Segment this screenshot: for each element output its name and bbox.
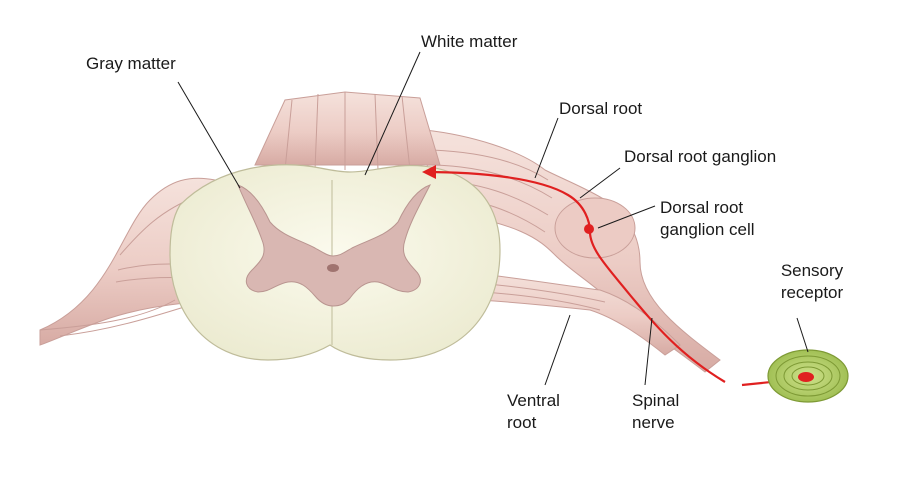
- sensory-receptor-label-line-2: receptor: [780, 283, 844, 302]
- leader-ventral-root: [544, 314, 571, 386]
- sensory-receptor-label-line-1: Sensory: [780, 261, 844, 280]
- spinal-nerve-label-line-2: nerve: [632, 413, 675, 432]
- ventral-root-label: Ventral root: [507, 390, 560, 434]
- leader-white-matter: [364, 51, 421, 176]
- ventral-root-label-line-1: Ventral: [507, 391, 560, 410]
- white-matter-label: White matter: [421, 32, 518, 51]
- leader-gray-matter: [177, 81, 241, 189]
- gray-matter-label: Gray matter: [86, 54, 176, 73]
- sensory-receptor-label: Sensory receptor: [772, 260, 852, 304]
- dorsal-root-ganglion-cell-label: Dorsal root ganglion cell: [660, 197, 755, 241]
- leader-sensory-receptor: [796, 317, 809, 353]
- dorsal-root-ganglion: [554, 197, 636, 259]
- ventral-root-label-line-2: root: [507, 413, 537, 432]
- leader-dorsal-root-ganglion-cell: [597, 205, 656, 229]
- leader-lines: [177, 51, 809, 386]
- gray-matter: [237, 184, 432, 307]
- sensory-receptor: [767, 349, 849, 403]
- leader-dorsal-root-ganglion: [579, 167, 621, 199]
- spinal-nerve-label: Spinal nerve: [632, 390, 679, 434]
- dorsal-root-label: Dorsal root: [559, 99, 643, 118]
- leader-dorsal-root: [534, 117, 559, 179]
- dorsal-root-ganglion-cell-body: [584, 224, 594, 234]
- dorsal-root-ganglion-label: Dorsal root ganglion: [624, 147, 777, 166]
- dorsal-root-ganglion-cell-label-line-2: ganglion cell: [660, 220, 755, 239]
- dorsal-root-ganglion-cell-label-line-1: Dorsal root: [660, 198, 744, 217]
- dorsal-columns: [254, 91, 441, 171]
- leader-spinal-nerve: [644, 317, 653, 386]
- spinal-nerve-label-line-1: Spinal: [632, 391, 680, 410]
